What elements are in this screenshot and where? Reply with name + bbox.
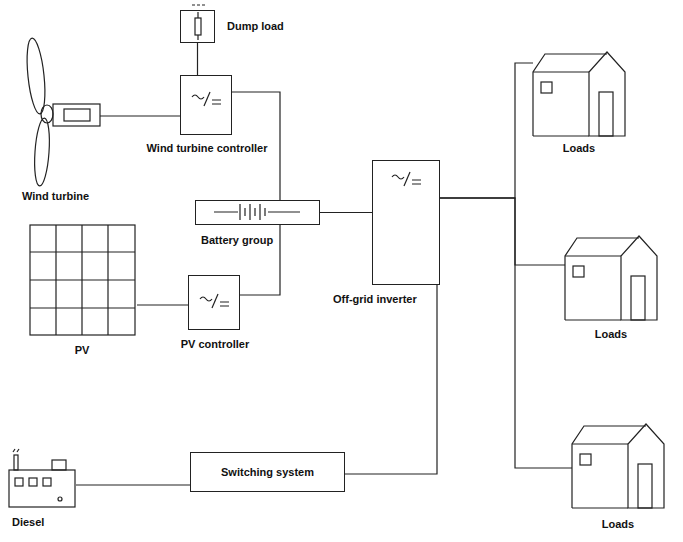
node-label: Dump load bbox=[225, 20, 286, 33]
node-label: Loads bbox=[561, 142, 597, 155]
house: Loads bbox=[565, 230, 657, 320]
controller-box: Wind turbine controller bbox=[180, 75, 232, 135]
battery-symbol bbox=[214, 204, 300, 220]
node-label: Loads bbox=[593, 328, 629, 341]
inverter-box: Off-grid inverter bbox=[372, 160, 440, 285]
wire bbox=[440, 63, 533, 198]
node-label: Switching system bbox=[221, 466, 314, 479]
dump-load-box: Dump load bbox=[180, 10, 215, 43]
node-label: Battery group bbox=[199, 234, 275, 247]
wind-turbine: Wind turbine bbox=[12, 38, 100, 188]
controller-box: PV controller bbox=[188, 275, 240, 330]
converter-symbol bbox=[392, 172, 421, 186]
node-label: Wind turbine bbox=[20, 190, 91, 203]
wire bbox=[197, 43, 198, 75]
house-drawing bbox=[572, 424, 664, 508]
node-label: PV controller bbox=[179, 338, 251, 351]
house-drawing bbox=[533, 52, 625, 136]
wire bbox=[345, 285, 437, 474]
house: Loads bbox=[572, 418, 664, 508]
converter-symbol bbox=[200, 294, 229, 308]
wind-turbine-drawing bbox=[24, 37, 100, 186]
battery-box: Battery group bbox=[195, 200, 320, 225]
wire bbox=[320, 212, 372, 213]
pv-panel: PV bbox=[28, 223, 137, 337]
house-drawing bbox=[565, 236, 657, 320]
converter-symbol bbox=[192, 92, 221, 106]
wire bbox=[440, 198, 572, 468]
pv-panel-drawing bbox=[30, 225, 135, 335]
diesel-generator-drawing bbox=[9, 449, 75, 507]
switching-box: Switching system bbox=[190, 452, 345, 492]
house: Loads bbox=[533, 46, 625, 136]
wire bbox=[100, 115, 180, 116]
wire bbox=[440, 198, 565, 265]
node-label: Off-grid inverter bbox=[331, 293, 419, 306]
diesel-generator: Diesel bbox=[8, 450, 76, 508]
node-label: Wind turbine controller bbox=[145, 142, 270, 155]
node-label: Loads bbox=[600, 518, 636, 531]
node-label: PV bbox=[73, 344, 92, 357]
wire bbox=[137, 304, 188, 305]
node-label: Diesel bbox=[10, 516, 46, 529]
wire bbox=[76, 484, 190, 485]
